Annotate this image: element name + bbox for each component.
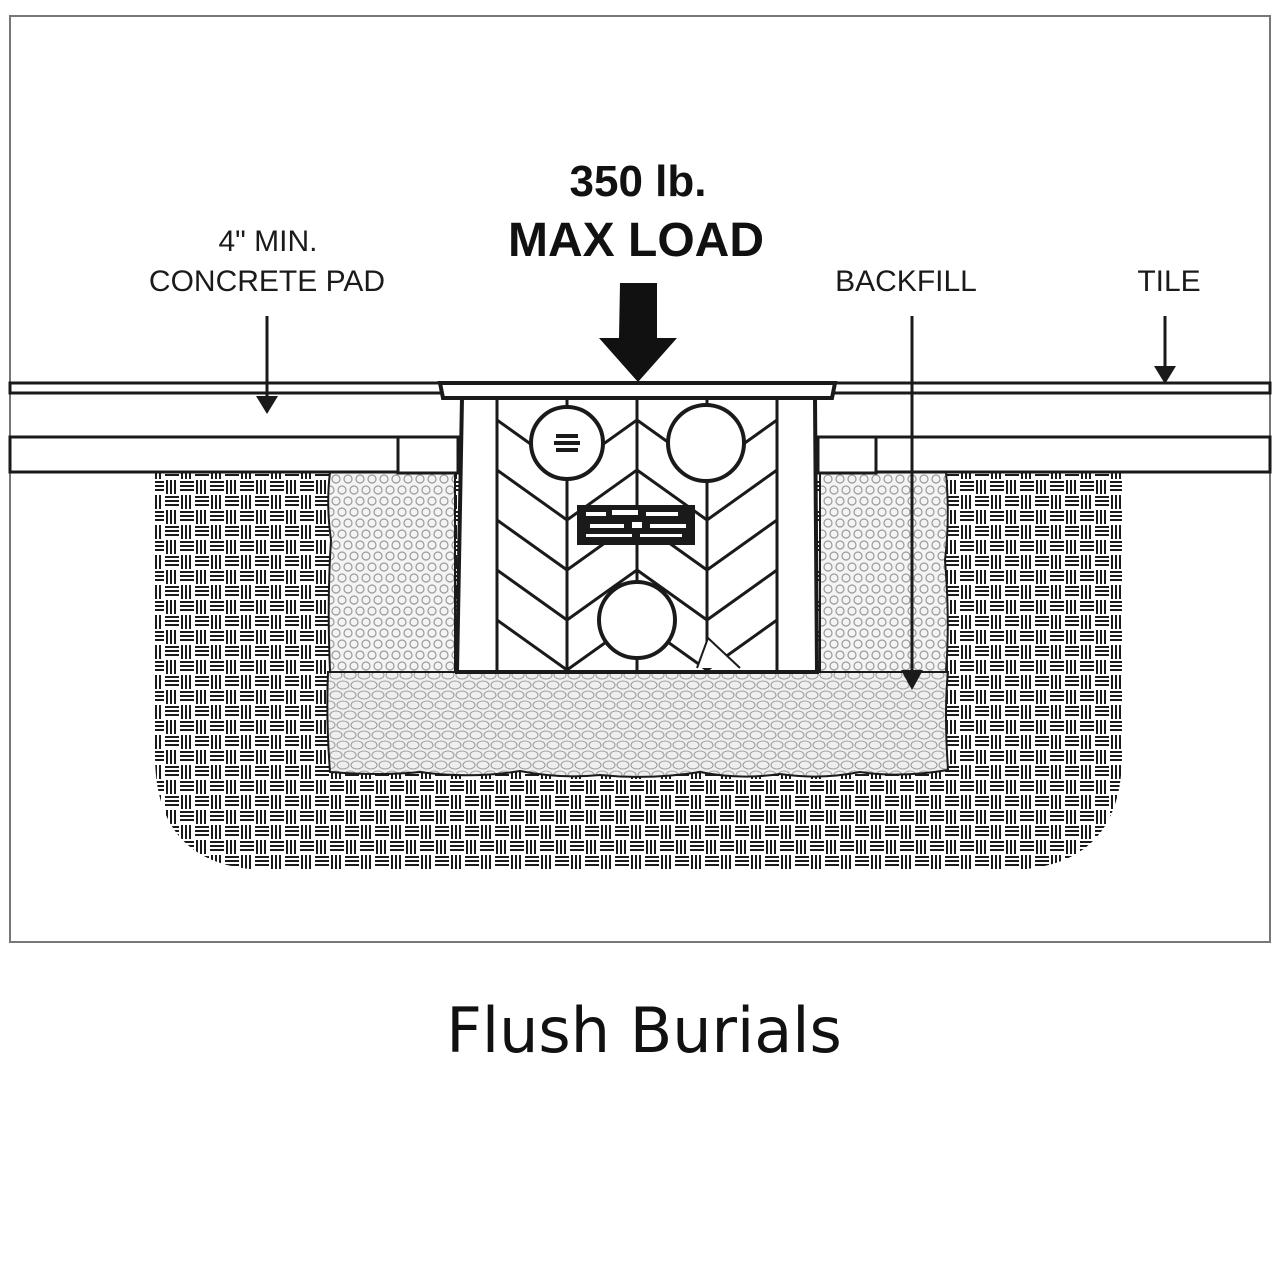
backfill-arrowhead-icon	[901, 670, 923, 690]
pointer-arrows	[256, 316, 1176, 690]
box-flange-right	[816, 435, 878, 475]
box-flange-left	[396, 435, 460, 475]
load-title-label: MAX LOAD	[508, 214, 764, 267]
knockouts	[529, 403, 746, 660]
knockout-logo-icon	[554, 434, 580, 452]
backfill-label: BACKFILL	[835, 265, 977, 298]
tile-label: TILE	[1137, 265, 1200, 298]
pad-arrowhead-icon	[256, 396, 278, 414]
concrete-pad-label: CONCRETE PAD	[149, 265, 385, 298]
pad-thickness-label: 4" MIN.	[219, 225, 318, 258]
valve-box-lid	[437, 381, 838, 400]
knockout-bottom	[597, 580, 677, 660]
backfill-left	[327, 471, 456, 673]
figure-caption: Flush Burials	[446, 994, 842, 1067]
backfill-right	[819, 471, 949, 673]
load-value-label: 350 lb.	[570, 157, 707, 206]
load-arrow-icon	[599, 283, 677, 382]
tile-arrowhead-icon	[1154, 366, 1176, 384]
nameplate-marks	[586, 510, 686, 537]
gravel-base	[326, 671, 950, 778]
knockout-top-right	[666, 403, 746, 483]
pipe-stub	[696, 636, 741, 669]
